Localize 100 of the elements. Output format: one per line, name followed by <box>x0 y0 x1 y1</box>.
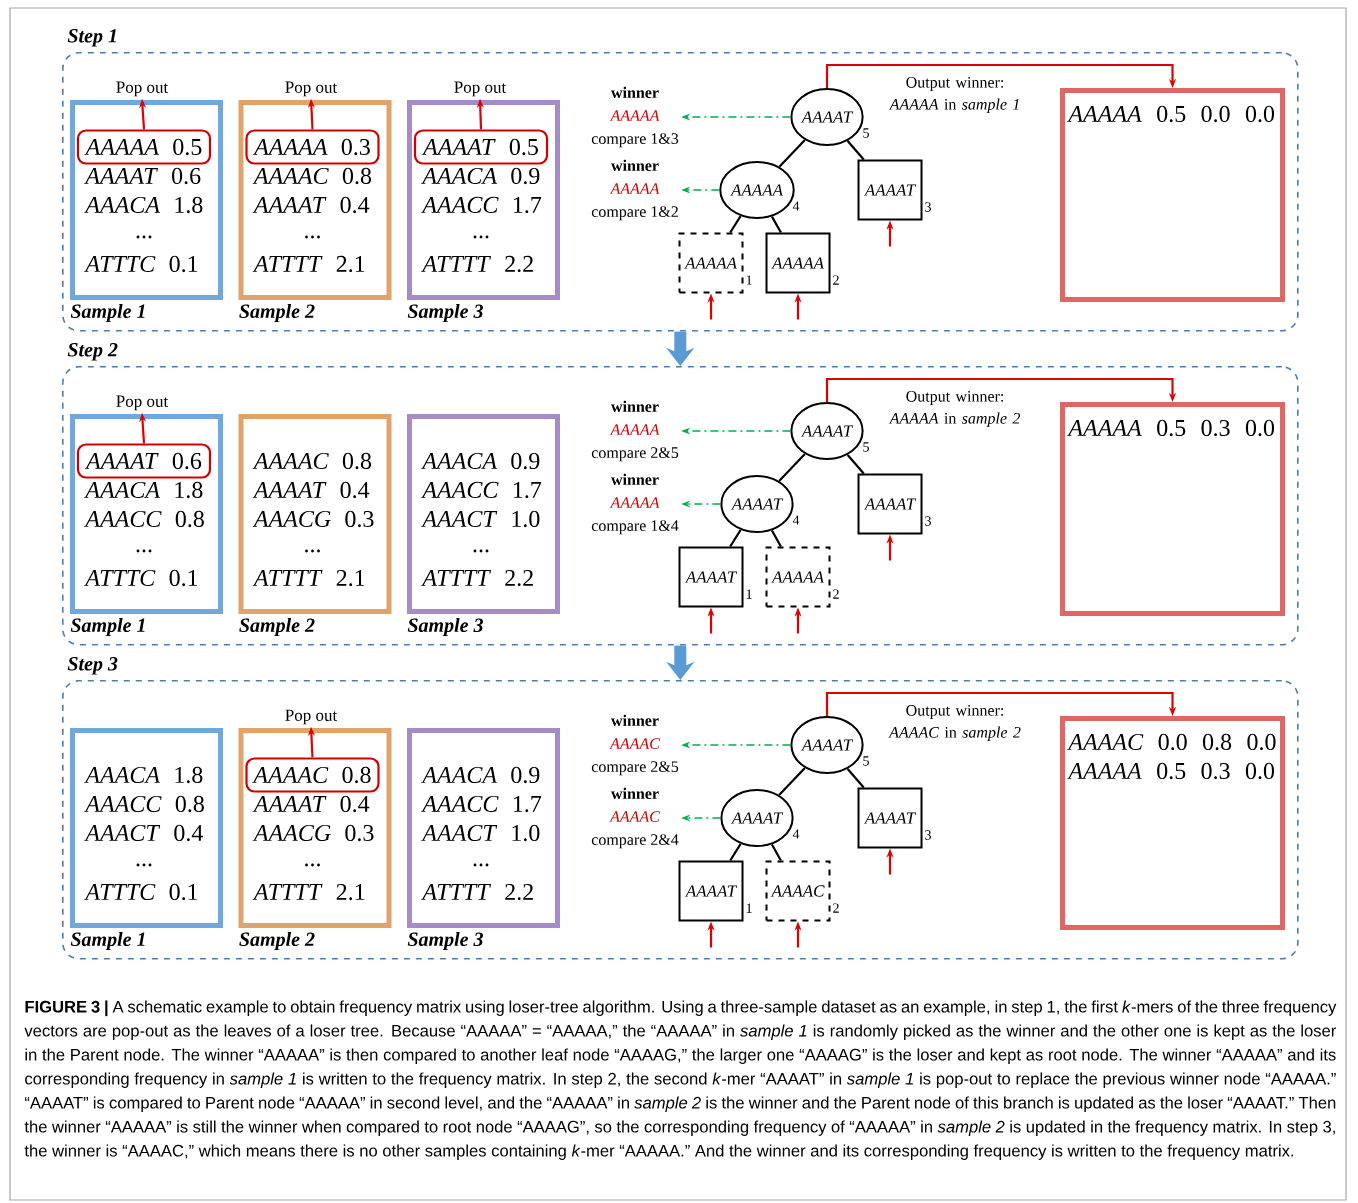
sample-label: Sample 3 <box>407 931 483 951</box>
node-label: AAACT 1.0 <box>421 510 540 528</box>
leaf-box: AAAAT <box>857 787 923 849</box>
node-label: AAACA 1.8 <box>84 196 203 214</box>
node-label: AAAAT 0.4 <box>252 481 370 499</box>
winner-note: winner AAAAA compare 1&4 <box>591 473 679 535</box>
node-number: 1 <box>746 589 752 599</box>
highlight-box: AAAAC 0.8 <box>245 757 380 793</box>
node-label: ATTTT 2.2 <box>421 569 533 587</box>
node-number: 4 <box>792 515 800 525</box>
node-number: 5 <box>863 442 869 452</box>
node-number: 1 <box>746 275 752 285</box>
node-number: 5 <box>863 756 869 766</box>
node-label: ATTTT 2.2 <box>421 883 533 901</box>
node-label: ATTTT 2.1 <box>252 883 365 901</box>
tree-branch <box>778 453 806 482</box>
winner-note: winner AAAAA compare 1&2 <box>591 159 678 221</box>
node-label: ... <box>473 235 489 239</box>
tree-branch <box>770 529 782 548</box>
leaf-box: AAAAT <box>678 860 744 922</box>
output-arrow <box>825 377 1177 402</box>
tree-branch <box>846 768 865 789</box>
node-number: 2 <box>833 903 839 913</box>
edge-label: Output winner: AAAAA in sample 2 <box>888 391 1020 427</box>
sample-label: Sample 3 <box>407 617 483 637</box>
sample-card: AAACA 0.9 AAACC 1.7 AAACT 1.0 ... ATTTT 2.2 <box>407 728 560 928</box>
pop-out-label: Pop out <box>116 395 169 411</box>
node-label: AAAAT 0.4 <box>252 196 370 214</box>
pop-out-label: Pop out <box>116 81 169 97</box>
node-label: AAAAC 0.8 <box>252 452 372 470</box>
node-number: 3 <box>925 516 931 526</box>
tree-branch <box>729 843 742 862</box>
frequency-matrix: AAAAA 0.5 0.3 0.0 <box>1060 402 1285 616</box>
edge-label: Output winner: AAAAA in sample 1 <box>888 77 1019 113</box>
node-label: ... <box>136 235 152 239</box>
leaf-box: AAAAA <box>765 546 831 608</box>
node-number: 2 <box>833 275 839 285</box>
node-label: ... <box>305 863 320 867</box>
leaf-box: AAAAA <box>678 232 744 294</box>
node-label: ATTTT 2.1 <box>252 255 365 273</box>
node-label: AAACC 0.8 <box>84 510 204 528</box>
sample-label: Sample 2 <box>239 617 315 637</box>
node-number: 4 <box>792 201 800 211</box>
frequency-matrix: AAAAC 0.0 0.8 0.0 AAAAA 0.5 0.3 0.0 <box>1060 716 1285 930</box>
node-label: AAACA 1.8 <box>84 481 203 499</box>
sample-label: Sample 1 <box>70 617 145 637</box>
node-label: AAACA 0.9 <box>421 167 540 185</box>
node-label: Step 1 <box>67 29 116 47</box>
node-label: ... <box>305 235 320 239</box>
tree-branch <box>778 767 806 796</box>
node-label: ATTTC 0.1 <box>84 255 198 273</box>
winner-note: winner AAAAC compare 2&4 <box>591 787 679 849</box>
node-number: 3 <box>925 830 931 840</box>
pop-out-label: Pop out <box>285 709 338 725</box>
node-number: 1 <box>746 903 752 913</box>
node-label: AAACA 0.9 <box>421 452 540 470</box>
node-label: ... <box>305 549 320 553</box>
edge-label: Output winner: AAAAC in sample 2 <box>888 705 1021 741</box>
node-label: ATTTC 0.1 <box>84 569 198 587</box>
node-label: AAAAT 0.6 <box>84 167 201 185</box>
output-arrow <box>825 691 1177 716</box>
node-label: AAACA 1.8 <box>84 766 203 784</box>
node-label: AAACC 1.7 <box>421 196 542 214</box>
node-label: ATTTT 2.2 <box>421 255 533 273</box>
figure-caption: FIGURE 3 | A schematic example to obtain frequency matrix using loser-tree algorithm. Using a three-sample dataset as an example, in step 1, the first k-mers of the three frequency vectors are pop-out as the leaves of a loser tree. Because “AAAAA” = “AAAAA,” the “AAAAA” in sample 1 is randomly picked as the winner and the other one is kept as the loser in the Parent node. The winner “AAAAA” is then compared to another leaf node “AAAAG,” the larger one “AAAAG” is the loser and kept as root node. The winner “AAAAA” and its corresponding frequency in sample 1 is written to the frequency matrix. In step 2, the second k-mer “AAAAT” in sample 1 is pop-out to replace the previous winner node “AAAAA.” “AAAAT” is compared to Parent node “AAAAA” in second level, and the “AAAAA” in sample 2 is the winner and the Parent node of this branch is updated as the loser “AAAAT.” Then the winner “AAAAA” is still the winner when compared to root node “AAAAG”, so the corresponding frequency of “AAAAA” in sample 2 is updated in the frequency matrix. In step 3, the winner is “AAAAC,” which means there is no other samples containing k-mer “AAAAA.” And the winner and its corresponding frequency is written to the frequency matrix. <box>24 1000 1337 1160</box>
tree-branch <box>729 529 742 548</box>
tree-branch <box>846 454 865 475</box>
tree-branch <box>729 215 742 234</box>
node-label: ... <box>136 549 152 553</box>
node-label: AAACC 1.7 <box>421 481 542 499</box>
tree-branch <box>771 216 782 234</box>
node-label: AAAAT 0.4 <box>252 795 370 813</box>
leaf-box: AAAAC <box>765 860 831 922</box>
pop-out-label: Pop out <box>454 81 507 97</box>
leaf-box: AAAAT <box>678 546 744 608</box>
highlight-box: AAAAA 0.5 <box>76 129 212 165</box>
node-label: AAACT 1.0 <box>421 824 540 842</box>
node-label: AAACG 0.3 <box>252 510 374 528</box>
pop-out-label: Pop out <box>285 81 338 97</box>
leaf-box: AAAAT <box>857 473 923 535</box>
node-label: AAACC 1.7 <box>421 795 542 813</box>
highlight-box: AAAAT 0.6 <box>76 443 212 479</box>
sample-label: Sample 3 <box>407 303 483 323</box>
sample-card: AAAAC 0.8 AAAAT 0.4 AAACG 0.3 ... ATTTT 2.1 <box>238 414 392 614</box>
node-number: 3 <box>925 202 931 212</box>
node-number: 2 <box>833 589 839 599</box>
sample-card: AAACA 1.8 AAACC 0.8 AAACT 0.4 ... ATTTC 0.1 <box>70 728 223 928</box>
leaf-box: AAAAA <box>765 232 831 294</box>
node-label: ... <box>473 549 489 553</box>
sample-label: Sample 2 <box>239 303 315 323</box>
highlight-box: AAAAA 0.3 <box>245 129 380 165</box>
highlight-box: AAAAT 0.5 <box>413 129 549 165</box>
node-label: ... <box>473 863 489 867</box>
frequency-matrix: AAAAA 0.5 0.0 0.0 <box>1060 88 1285 302</box>
leaf-box: AAAAT <box>857 159 923 221</box>
node-label: Step 3 <box>67 657 118 675</box>
node-label: AAACC 0.8 <box>84 795 204 813</box>
tree-branch <box>778 139 806 168</box>
tree-branch <box>770 843 782 862</box>
node-label: AAAAC 0.8 <box>252 167 372 185</box>
